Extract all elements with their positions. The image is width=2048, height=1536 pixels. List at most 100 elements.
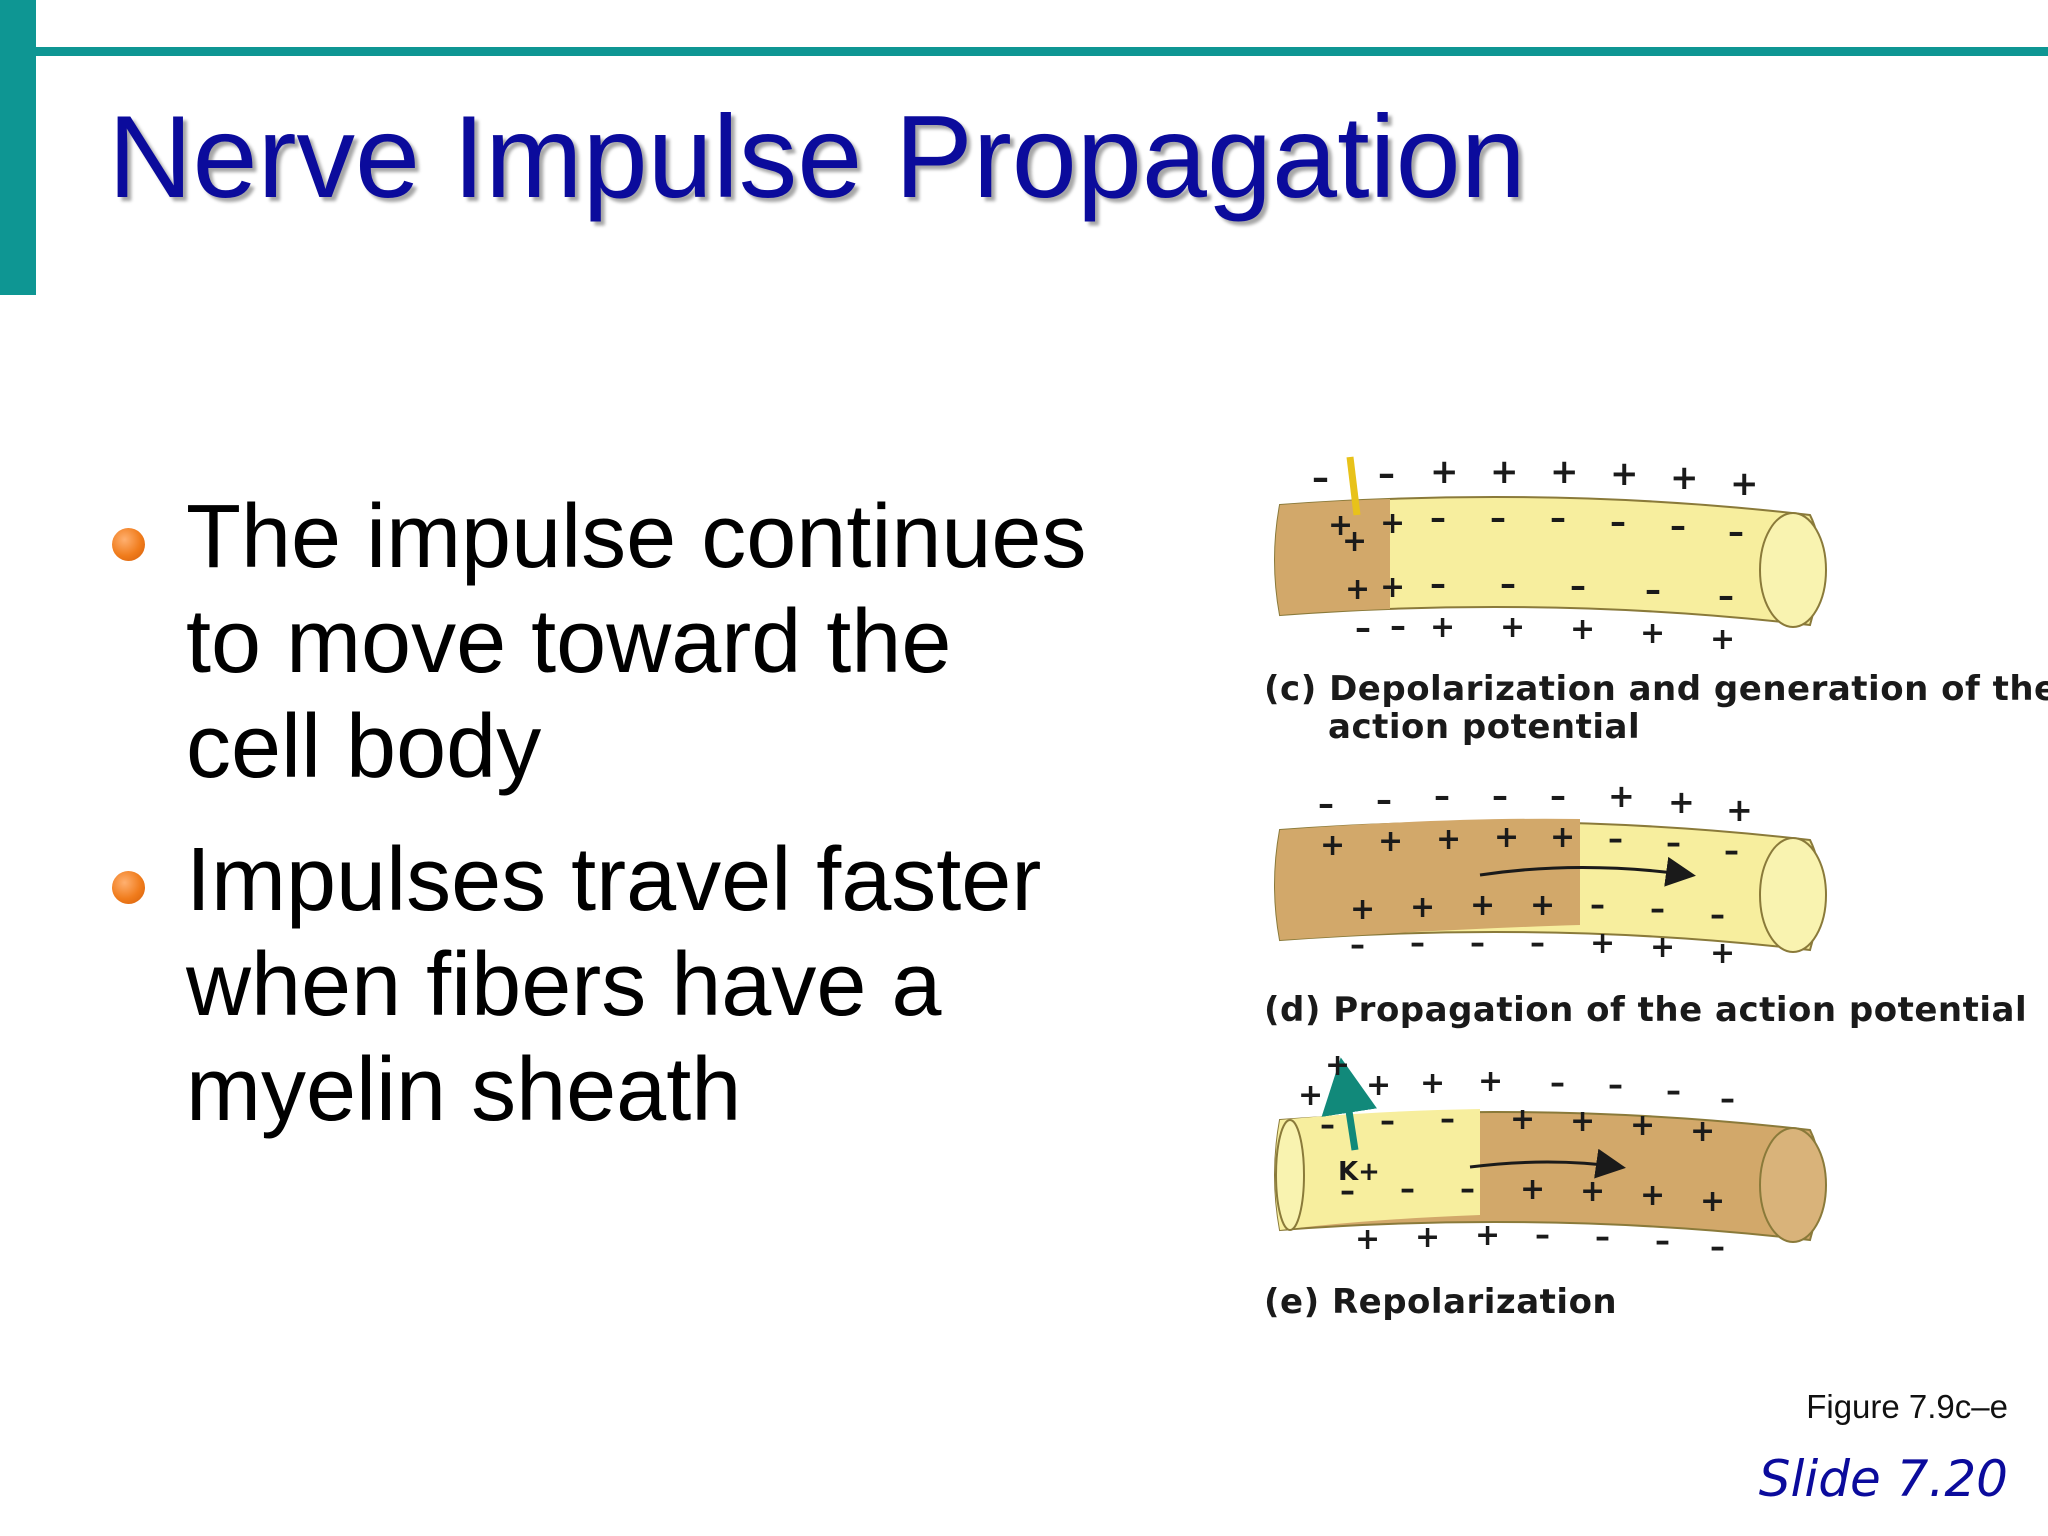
svg-text:–: –	[1535, 1218, 1550, 1253]
panel-c-axon: –– ++ ++ ++ ++ + –– –– –– ++ –– –– – –– …	[1274, 452, 1827, 657]
k-efflux-arrow	[1321, 1057, 1377, 1151]
panel-d-caption: (d) Propagation of the action potential	[1264, 990, 2028, 1030]
svg-text:+: +	[1668, 783, 1695, 821]
panel-e-caption: (e) Repolarization	[1264, 1282, 1618, 1322]
figure-reference: Figure 7.9c–e	[1806, 1388, 2008, 1425]
panel-e-axon: K+ ++ ++ + –– –– –– – ++ ++ –– – ++ ++ +…	[1274, 1048, 1827, 1265]
svg-text:+: +	[1610, 454, 1639, 494]
svg-text:–: –	[1440, 1102, 1455, 1137]
stimulus-marker	[1346, 456, 1361, 516]
header-rule	[36, 47, 2048, 56]
svg-text:–: –	[1550, 499, 1566, 537]
accent-bar	[0, 0, 36, 295]
svg-text:–: –	[1380, 1104, 1395, 1139]
svg-text:+: +	[1550, 452, 1579, 492]
axon-figure: –– ++ ++ ++ ++ + –– –– –– ++ –– –– – –– …	[1250, 445, 2048, 1345]
svg-text:–: –	[1550, 1066, 1565, 1101]
svg-text:+: +	[1420, 1066, 1445, 1101]
svg-text:–: –	[1728, 513, 1744, 551]
svg-text:–: –	[1430, 499, 1446, 537]
svg-text:–: –	[1645, 571, 1661, 609]
svg-text:+: +	[1520, 1172, 1545, 1207]
svg-text:–: –	[1666, 1074, 1681, 1109]
svg-text:+: +	[1380, 506, 1405, 541]
svg-text:–: –	[1318, 785, 1334, 823]
svg-text:+: +	[1726, 791, 1753, 829]
svg-text:+: +	[1570, 612, 1595, 647]
svg-text:–: –	[1490, 499, 1506, 537]
svg-text:+: +	[1494, 820, 1519, 855]
svg-text:+: +	[1730, 464, 1759, 504]
svg-text:+: +	[1640, 1178, 1665, 1213]
svg-text:+: +	[1700, 1184, 1725, 1219]
svg-text:+: +	[1475, 1218, 1500, 1253]
svg-text:+: +	[1415, 1220, 1440, 1255]
svg-text:+: +	[1710, 622, 1735, 657]
svg-text:+: +	[1378, 824, 1403, 859]
svg-text:+: +	[1490, 452, 1519, 492]
svg-text:–: –	[1470, 926, 1485, 961]
panel-c-caption-line1: (c) Depolarization and generation of the	[1264, 669, 2048, 709]
svg-text:–: –	[1320, 1108, 1335, 1143]
svg-text:+: +	[1355, 1222, 1380, 1257]
svg-text:–: –	[1355, 609, 1371, 647]
bullet-text: The impulse continues to move toward the…	[186, 487, 1087, 797]
bullet-item: The impulse continues to move toward the…	[100, 485, 1100, 800]
svg-text:–: –	[1350, 928, 1365, 963]
svg-text:–: –	[1666, 826, 1681, 861]
svg-text:+: +	[1325, 1048, 1350, 1083]
svg-text:+: +	[1350, 892, 1375, 927]
bullet-text: Impulses travel faster when fibers have …	[186, 830, 1042, 1140]
svg-text:+: +	[1436, 822, 1461, 857]
bullet-dot-icon	[112, 871, 145, 904]
svg-text:–: –	[1340, 1174, 1355, 1209]
propagation-arrow	[1469, 1148, 1626, 1179]
svg-text:–: –	[1720, 1082, 1735, 1117]
svg-text:+: +	[1430, 610, 1455, 645]
svg-text:–: –	[1500, 565, 1516, 603]
svg-text:–: –	[1378, 454, 1395, 494]
svg-text:+: +	[1590, 926, 1615, 961]
panel-c-caption-line2: action potential	[1328, 707, 1641, 747]
panel-c-caption: (c) Depolarization and generation of the…	[1264, 670, 2048, 746]
svg-text:+: +	[1570, 1104, 1595, 1139]
repolarized-region	[1275, 1109, 1480, 1230]
svg-text:–: –	[1400, 1172, 1415, 1207]
svg-text:+: +	[1320, 828, 1345, 863]
svg-text:+: +	[1500, 610, 1525, 645]
svg-text:+: +	[1410, 890, 1435, 925]
svg-text:+: +	[1580, 1174, 1605, 1209]
svg-text:–: –	[1710, 1230, 1725, 1265]
slide-title: Nerve Impulse Propagation	[108, 91, 1526, 222]
svg-text:–: –	[1670, 507, 1686, 545]
svg-text:+: +	[1640, 616, 1665, 651]
axon-diagram: –– ++ ++ ++ ++ + –– –– –– ++ –– –– – –– …	[1274, 452, 1827, 1265]
svg-text:–: –	[1590, 888, 1605, 923]
svg-text:–: –	[1608, 1068, 1623, 1103]
svg-text:–: –	[1430, 565, 1446, 603]
svg-text:+: +	[1630, 1108, 1655, 1143]
svg-text:–: –	[1608, 822, 1623, 857]
depolarized-region	[1275, 818, 1580, 940]
svg-text:+: +	[1530, 888, 1555, 923]
svg-text:–: –	[1718, 577, 1734, 615]
bullet-list: The impulse continues to move toward the…	[100, 485, 1100, 1171]
svg-text:–: –	[1312, 458, 1329, 498]
svg-text:+: +	[1345, 572, 1370, 607]
svg-text:–: –	[1530, 926, 1545, 961]
svg-text:–: –	[1650, 892, 1665, 927]
svg-text:–: –	[1550, 777, 1566, 815]
k-ion-label: K+	[1338, 1157, 1380, 1187]
svg-text:–: –	[1595, 1220, 1610, 1255]
svg-text:+: +	[1298, 1078, 1323, 1113]
svg-text:+: +	[1650, 930, 1675, 965]
propagation-arrow	[1479, 856, 1696, 887]
svg-text:+: +	[1510, 1102, 1535, 1137]
svg-text:–: –	[1390, 607, 1406, 645]
panel-d-axon: –– –– – ++ + ++ ++ + –– – ++ ++ –– – –– …	[1274, 777, 1827, 971]
svg-text:+: +	[1430, 452, 1459, 492]
svg-text:–: –	[1710, 898, 1725, 933]
svg-text:+: +	[1470, 888, 1495, 923]
svg-text:–: –	[1655, 1224, 1670, 1259]
svg-text:+: +	[1328, 508, 1353, 543]
